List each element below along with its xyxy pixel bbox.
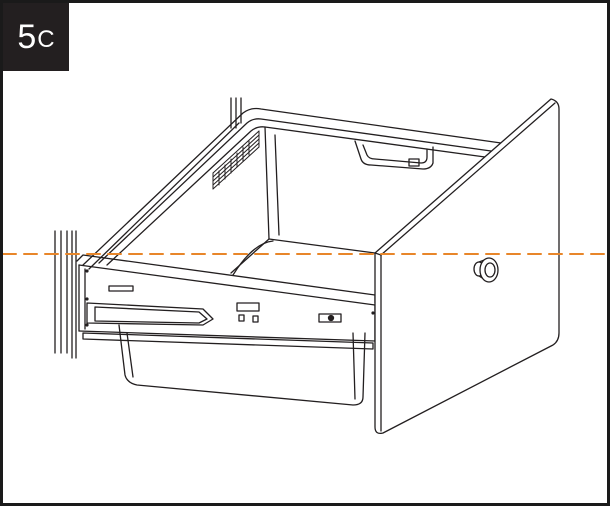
- knob-icon: [473, 257, 499, 283]
- rail-slot-1: [108, 285, 134, 292]
- drawer-illustration: [3, 97, 607, 435]
- rail-slot-2: [236, 302, 260, 312]
- cabinet-post-back: [230, 97, 242, 129]
- cabinet-post-left: [54, 230, 77, 359]
- rail-lock: [318, 313, 342, 323]
- vent-grille: [212, 130, 260, 190]
- drawer-tub: [82, 107, 502, 406]
- side-rail: [76, 254, 376, 350]
- drawer-front-panel: [374, 98, 560, 435]
- tub-handle-slot: [354, 140, 434, 170]
- step-number: 5: [17, 18, 37, 56]
- step-sub-letter: C: [37, 26, 55, 53]
